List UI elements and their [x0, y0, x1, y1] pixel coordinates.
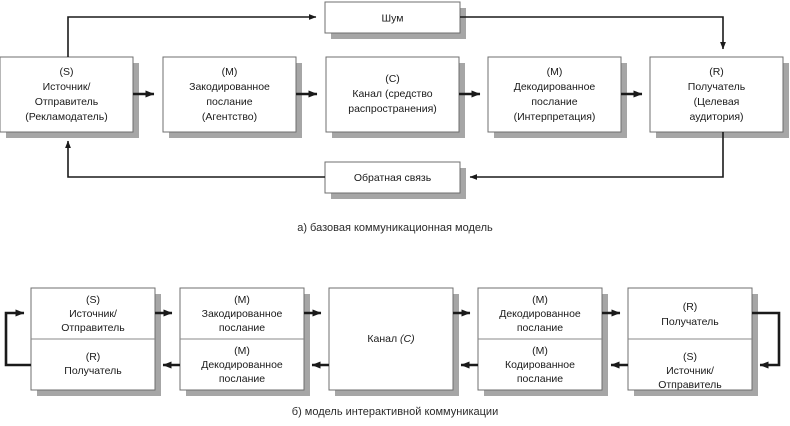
- arrow-feedback-to-source: [65, 140, 325, 178]
- chain-2-line3: (Агентство): [202, 111, 257, 123]
- b-col2-bottom-line2: послание: [219, 373, 265, 385]
- caption-b: б) модель интерактивной коммуникации: [292, 406, 498, 418]
- chain-1-line3: (Рекламодатель): [25, 111, 107, 123]
- chain-4-line3: (Интерпретация): [514, 111, 596, 123]
- chain-5-line3: аудитория): [689, 111, 743, 123]
- arrow-b-left-loop: [4, 309, 31, 367]
- chain-box-encoded: [162, 56, 302, 138]
- chain-5-line1: Получатель: [688, 81, 746, 93]
- chain-3-line2: распространения): [348, 103, 437, 115]
- chain-5-tag: (R): [709, 66, 724, 78]
- b-col4-top-line2: послание: [517, 322, 563, 334]
- b-col1-top-line2: Отправитель: [61, 322, 125, 334]
- chain-1-tag: (S): [60, 66, 74, 78]
- chain-box-channel: [325, 56, 465, 138]
- noise-box-label: Шум: [382, 12, 404, 24]
- b-col3-channel-label: Канал (C): [367, 333, 414, 345]
- chain-3-line1: Канал (средство: [352, 88, 432, 100]
- b-col1-top-tag: (S): [86, 294, 100, 306]
- b-col4-top-line1: Декодированное: [499, 308, 581, 320]
- chain-2-line1: Закодированное: [189, 81, 270, 93]
- b-col5-bottom-line2: Отправитель: [658, 379, 722, 391]
- chain-box-decoded: [487, 56, 627, 138]
- chain-box-receiver: [649, 56, 789, 138]
- chain-2-line2: послание: [206, 96, 252, 108]
- arrow-receiver-to-feedback: [469, 132, 724, 180]
- b-col2-bottom-line1: Декодированное: [201, 359, 283, 371]
- b-col5-top-line1: Получатель: [661, 316, 719, 328]
- chain-4-tag: (M): [547, 66, 563, 78]
- b-col4-bottom-line2: послание: [517, 373, 563, 385]
- b-col5-bottom-line1: Источник/: [666, 365, 714, 377]
- b-col1-bottom-line1: Получатель: [64, 365, 122, 377]
- chain-4-line2: послание: [531, 96, 577, 108]
- chain-box-source: [0, 56, 139, 138]
- b-col2-top-tag: (M): [234, 294, 250, 306]
- chain-1-line2: Отправитель: [35, 96, 99, 108]
- interactive-box-col2: [179, 287, 310, 396]
- chain-4-line1: Декодированное: [514, 81, 596, 93]
- b-col2-bottom-tag: (M): [234, 345, 250, 357]
- b-col1-top-line1: Источник/: [69, 308, 117, 320]
- chain-3-tag: (C): [385, 73, 400, 85]
- feedback-box-label: Обратная связь: [354, 172, 432, 184]
- b-col5-bottom-tag: (S): [683, 351, 697, 363]
- noise-box: [324, 1, 466, 39]
- chain-5-line2: (Целевая: [694, 96, 740, 108]
- arrow-source-to-noise: [67, 14, 317, 57]
- interactive-box-col5: [627, 287, 758, 396]
- caption-a: а) базовая коммуникационная модель: [297, 222, 493, 234]
- b-col4-bottom-line1: Кодированное: [505, 359, 575, 371]
- arrow-b-right-loop: [752, 311, 781, 369]
- chain-2-tag: (M): [222, 66, 238, 78]
- b-col4-top-tag: (M): [532, 294, 548, 306]
- b-col5-top-tag: (R): [683, 301, 698, 313]
- interactive-box-col3-channel: [328, 287, 459, 396]
- b-col1-bottom-tag: (R): [86, 351, 101, 363]
- b-col4-bottom-tag: (M): [532, 345, 548, 357]
- chain-1-line1: Источник/: [43, 81, 91, 93]
- arrow-noise-to-receiver: [460, 16, 726, 50]
- b-col2-top-line1: Закодированное: [202, 308, 283, 320]
- interactive-box-col1: [30, 287, 161, 396]
- b-col2-top-line2: послание: [219, 322, 265, 334]
- interactive-box-col4: [477, 287, 608, 396]
